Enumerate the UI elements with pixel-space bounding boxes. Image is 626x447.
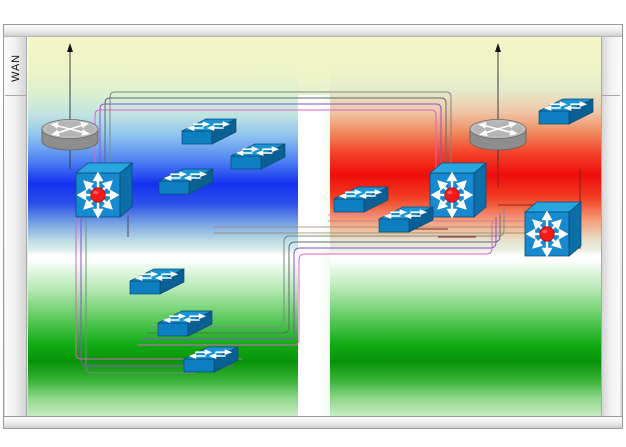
right-rail-divider — [601, 95, 620, 96]
frame-bottom-bar — [3, 416, 623, 429]
switch-r-top[interactable] — [538, 98, 594, 125]
switch-l3[interactable] — [158, 168, 214, 195]
topology-canvas — [28, 37, 601, 416]
switch-r1[interactable] — [333, 186, 389, 213]
switch-b2[interactable] — [157, 310, 213, 337]
switch-b1[interactable] — [129, 268, 185, 295]
edge-switch-right-lower[interactable] — [523, 200, 583, 258]
router-right[interactable] — [469, 118, 527, 151]
core-switch-left[interactable] — [74, 161, 134, 219]
right-side-rail — [601, 37, 620, 416]
zone-vertical-divider — [298, 95, 330, 416]
switch-r2[interactable] — [378, 206, 434, 233]
frame-top-bar — [3, 24, 623, 37]
zone-green-right — [323, 256, 601, 416]
switch-l1[interactable] — [181, 118, 237, 145]
wan-rail-divider — [5, 95, 27, 96]
core-switch-right[interactable] — [428, 161, 488, 219]
wan-side-rail: WAN — [5, 37, 27, 416]
wan-label: WAN — [10, 54, 22, 82]
switch-l2[interactable] — [230, 143, 286, 170]
connection-lines — [41, 43, 594, 374]
router-left[interactable] — [41, 118, 99, 151]
switch-b3[interactable] — [183, 346, 239, 373]
